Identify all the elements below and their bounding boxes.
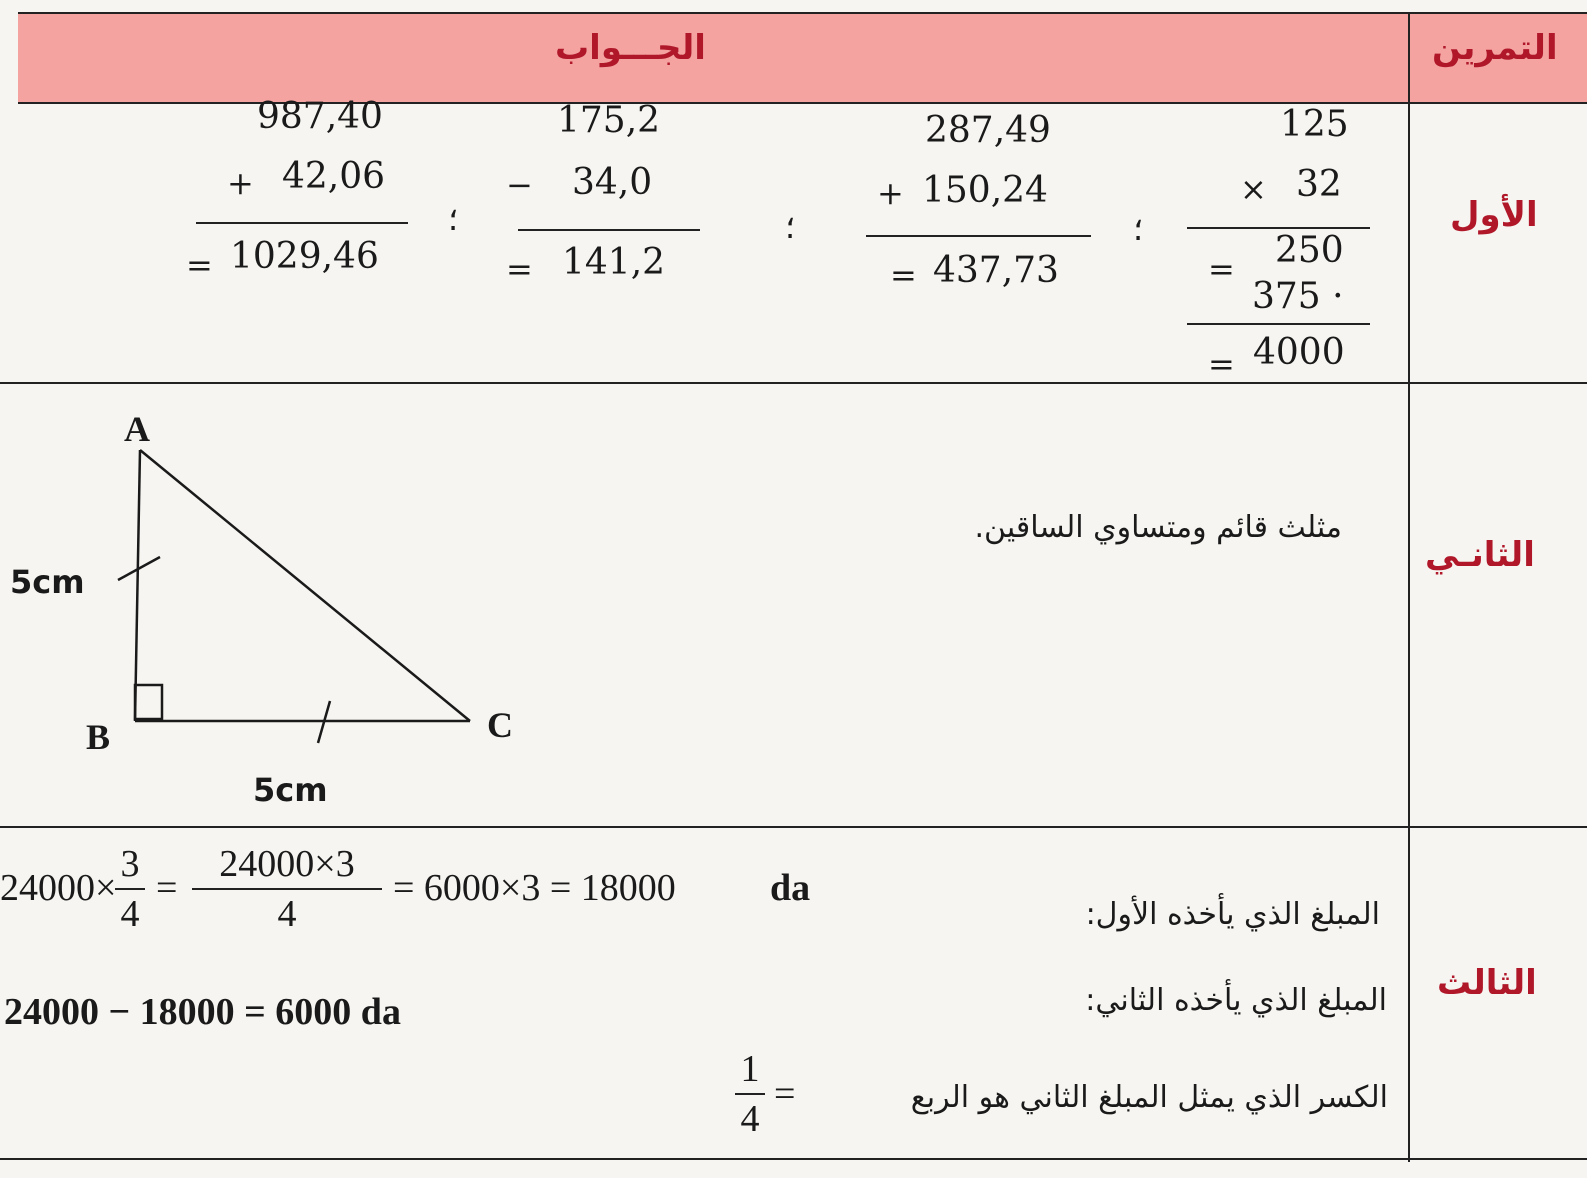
separator-3: ؛ [448, 200, 459, 238]
mul-partial-1: 250 [1275, 230, 1344, 271]
mul-rule-1 [1187, 227, 1370, 229]
eq1-fraction-2: 24000×3 4 [192, 842, 382, 936]
eq1-f1-den: 4 [120, 893, 140, 935]
side-ab [133, 449, 142, 722]
eq1-left: 24000× [0, 867, 117, 909]
mul-partial-2: 375 · [1252, 276, 1344, 317]
add2-equals: = [890, 256, 917, 294]
mul-operand-b: 32 [1296, 164, 1342, 205]
quarter-fraction-value: 1 4 [735, 1047, 765, 1141]
sub-operand-b: 34,0 [572, 162, 653, 203]
add2-operand-b: 150,24 [922, 170, 1048, 211]
row1-bottom-border [0, 382, 1587, 384]
row-label-third: الثالث [1437, 963, 1537, 1003]
triangle-statement: مثلث قائم ومتساوي الساقين. [974, 510, 1342, 545]
add2-operator: + [877, 174, 904, 212]
eq1-f1-num: 3 [120, 843, 140, 885]
second-share-equation: 24000 − 18000 = 6000 da [4, 991, 401, 1033]
table-bottom-border [0, 1158, 1587, 1160]
mul-rule-2 [1187, 323, 1370, 325]
add1-operand-a: 987,40 [257, 96, 383, 137]
answer-header: الجـــواب [555, 28, 706, 68]
add1-operator: + [227, 164, 254, 202]
sub-operator: − [506, 166, 533, 204]
side-bc-length: 5cm [253, 771, 328, 809]
eq1-fraction-1: 3 4 [115, 842, 145, 936]
eq1-rest: = 6000×3 = 18000 [393, 867, 676, 909]
triangle-figure [117, 449, 471, 744]
eq1-f2-den: 4 [277, 893, 297, 935]
vertex-a-label: A [124, 409, 150, 449]
mul-result: 4000 [1253, 332, 1345, 373]
quarter-den: 4 [740, 1098, 760, 1140]
sub-operand-a: 175,2 [557, 100, 661, 141]
mul-equals: = [1208, 250, 1235, 288]
row-label-second: الثانـي [1425, 535, 1535, 575]
vertex-c-label: C [487, 705, 513, 745]
tick-mark-bc [316, 700, 332, 744]
add1-equals: = [186, 246, 213, 284]
vertex-b-label: B [86, 717, 111, 757]
column-divider [1408, 12, 1410, 1162]
mul-equals-2: = [1208, 345, 1235, 383]
table-top-border [18, 12, 1587, 14]
row-label-first: الأول [1450, 195, 1538, 235]
mul-operator: × [1240, 170, 1267, 208]
add2-rule [866, 235, 1091, 237]
header-bottom-border [18, 102, 1587, 104]
quarter-num: 1 [740, 1048, 760, 1090]
add1-operand-b: 42,06 [282, 156, 386, 197]
sub-result: 141,2 [562, 242, 666, 283]
header-band [18, 14, 1587, 102]
right-angle-mark [133, 683, 164, 721]
add2-result: 437,73 [933, 250, 1059, 291]
side-ab-length: 5cm [10, 563, 85, 601]
second-share-text: المبلغ الذي يأخذه الثاني: [1085, 983, 1387, 1018]
eq1-equals: = [156, 867, 178, 909]
row2-bottom-border [0, 826, 1587, 828]
tick-mark-ab [117, 555, 161, 582]
eq1-f2-num: 24000×3 [219, 843, 355, 885]
side-ac [139, 449, 471, 722]
add1-result: 1029,46 [230, 236, 379, 277]
sub-rule [518, 229, 700, 231]
fraction-text: الكسر الذي يمثل المبلغ الثاني هو الربع [910, 1080, 1388, 1115]
first-share-text: المبلغ الذي يأخذه الأول: [1085, 897, 1380, 932]
separator-2: ؛ [785, 208, 796, 246]
quarter-equals: = [774, 1073, 796, 1115]
add1-rule [196, 222, 408, 224]
mul-operand-a: 125 [1280, 104, 1349, 145]
add2-operand-a: 287,49 [925, 110, 1051, 151]
exercise-header: التمرين [1432, 28, 1558, 68]
eq1-unit: da [770, 867, 811, 909]
separator-1: ؛ [1133, 210, 1144, 248]
sub-equals: = [506, 250, 533, 288]
